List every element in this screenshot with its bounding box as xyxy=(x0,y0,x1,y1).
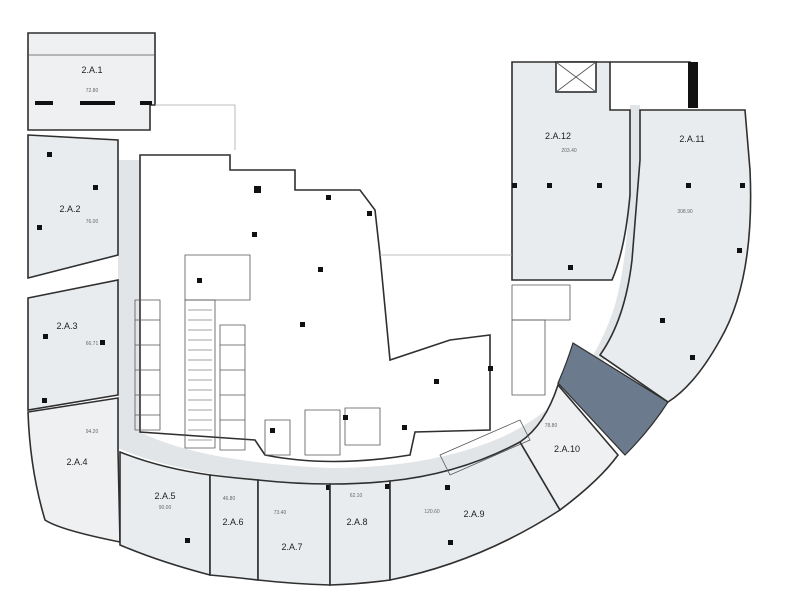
unit-label-2A3: 2.A.3 xyxy=(56,321,77,331)
unit-area-2A11: 308.90 xyxy=(677,209,693,215)
unit-label-2A12: 2.A.12 xyxy=(545,131,571,141)
unit-2A2[interactable] xyxy=(27,134,119,280)
top-service-rooms xyxy=(555,61,698,108)
unit-area-2A12: 203.40 xyxy=(561,148,577,154)
unit-area-2A9: 120.60 xyxy=(424,509,440,515)
unit-2A4[interactable] xyxy=(27,397,121,543)
unit-labels: 2.A.1 72.80 2.A.2 76.00 2.A.3 66.71 2.A.… xyxy=(56,65,704,552)
unit-label-2A2: 2.A.2 xyxy=(59,204,80,214)
corridor xyxy=(118,105,640,484)
unit-area-2A5: 90.00 xyxy=(159,505,172,511)
unit-label-2A6: 2.A.6 xyxy=(222,517,243,527)
unit-2A6[interactable] xyxy=(209,474,259,581)
unit-label-2A10: 2.A.10 xyxy=(554,444,580,454)
unit-area-2A4: 94.20 xyxy=(86,429,99,435)
unit-area-2A6: 46.80 xyxy=(223,496,236,502)
unit-area-2A1: 72.80 xyxy=(86,88,99,94)
unit-area-2A8: 62.10 xyxy=(350,493,363,499)
unit-label-2A9: 2.A.9 xyxy=(463,509,484,519)
unit-label-2A5: 2.A.5 xyxy=(154,491,175,501)
unit-2A7[interactable] xyxy=(257,479,331,586)
unit-2A10[interactable] xyxy=(518,342,669,512)
unit-label-2A4: 2.A.4 xyxy=(66,457,87,467)
central-core xyxy=(134,104,571,476)
unit-area-2A2: 76.00 xyxy=(86,219,99,225)
unit-label-2A7: 2.A.7 xyxy=(281,542,302,552)
unit-label-2A1: 2.A.1 xyxy=(81,65,102,75)
unit-label-2A11: 2.A.11 xyxy=(679,134,704,144)
unit-2A1[interactable] xyxy=(27,32,156,131)
highlighted-space xyxy=(557,342,669,456)
unit-area-2A7: 73.40 xyxy=(274,510,287,516)
unit-area-2A3: 66.71 xyxy=(86,341,99,347)
unit-label-2A8: 2.A.8 xyxy=(346,517,367,527)
unit-2A12[interactable] xyxy=(511,61,631,281)
unit-2A3[interactable] xyxy=(27,279,119,411)
unit-2A11[interactable] xyxy=(598,109,752,403)
unit-area-2A10: 78.80 xyxy=(545,423,558,429)
